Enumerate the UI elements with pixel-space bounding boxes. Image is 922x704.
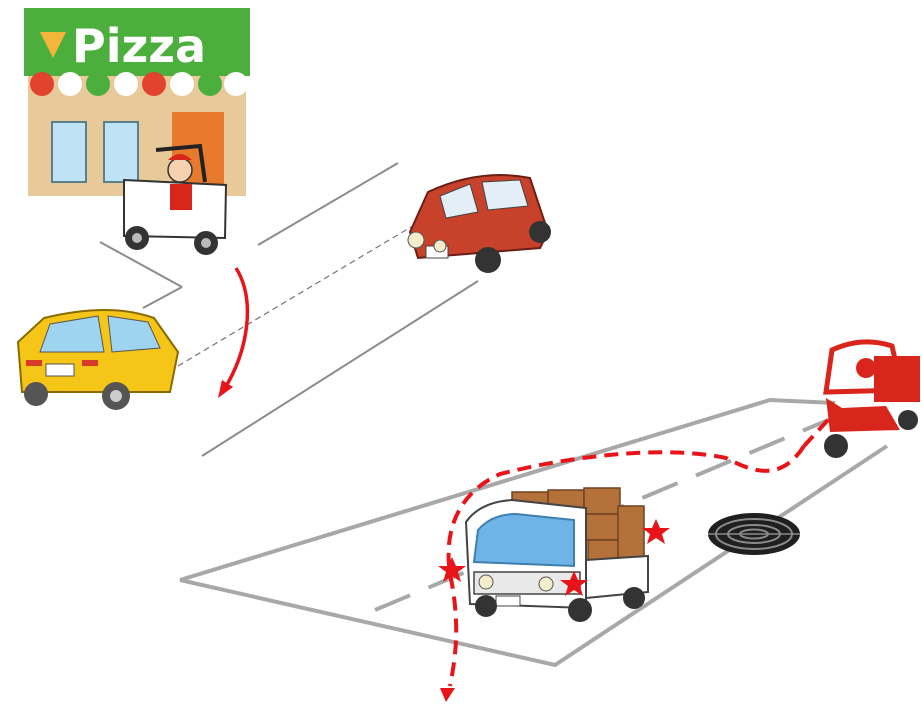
arrowhead-icon [440,688,455,702]
yellow-car-icon [16,309,180,410]
hazard-star-icon [642,519,670,544]
red-car-icon [407,174,551,273]
shop-sign-text: Pizza [72,19,206,73]
red-scooter-icon [823,339,920,458]
arrowhead-icon [218,380,233,398]
hazard-star-icon [560,571,588,596]
upper-road [99,162,479,457]
sightline [177,223,417,367]
pizza-shop-icon: Pizza [24,8,250,196]
trike-route-arrow [223,267,250,389]
hazard-star-icon [438,557,466,582]
delivery-trike-icon [123,143,228,255]
scooter-route-dashed [446,444,806,687]
cargo-truck-icon [464,487,649,622]
scooter-route-dashed-start [802,418,830,448]
manhole-cover-icon [708,513,800,555]
